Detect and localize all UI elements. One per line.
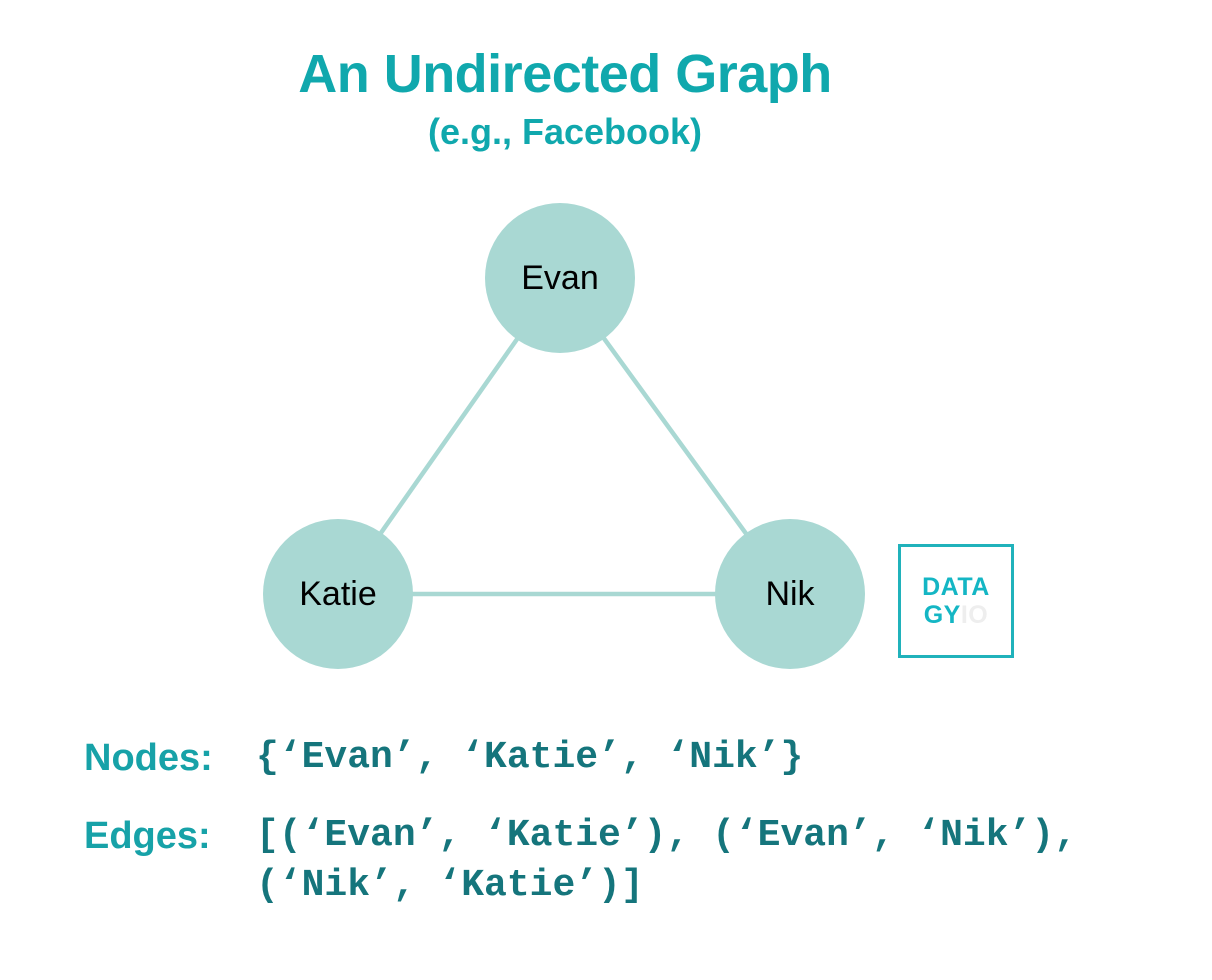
logo-line-gyio: GYIO bbox=[923, 600, 989, 629]
graph-nodes: Evan Katie Nik bbox=[263, 203, 865, 669]
node-nik-label: Nik bbox=[765, 575, 815, 613]
edges-row: Edges: [(‘Evan’, ‘Katie’), (‘Evan’, ‘Nik… bbox=[84, 811, 1204, 911]
node-katie[interactable]: Katie bbox=[263, 519, 413, 669]
title-block: An Undirected Graph (e.g., Facebook) bbox=[0, 44, 1130, 154]
logo-text-gy: GY bbox=[923, 600, 961, 629]
node-katie-circle[interactable] bbox=[263, 519, 413, 669]
node-katie-label: Katie bbox=[299, 575, 377, 613]
graph-canvas: Evan Katie Nik bbox=[263, 203, 865, 669]
node-evan-circle[interactable] bbox=[485, 203, 635, 353]
nodes-row: Nodes: {‘Evan’, ‘Katie’, ‘Nik’} bbox=[84, 733, 1204, 783]
graph-diagram: Evan Katie Nik bbox=[263, 203, 865, 669]
node-evan-label: Evan bbox=[521, 259, 599, 297]
nodes-label: Nodes: bbox=[84, 737, 213, 779]
node-evan[interactable]: Evan bbox=[485, 203, 635, 353]
edges-label: Edges: bbox=[84, 815, 211, 857]
logo-text-io: IO bbox=[960, 600, 989, 629]
graph-data-listing: Nodes: {‘Evan’, ‘Katie’, ‘Nik’} Edges: [… bbox=[84, 733, 1204, 911]
node-nik-circle[interactable] bbox=[715, 519, 865, 669]
node-nik[interactable]: Nik bbox=[715, 519, 865, 669]
page-subtitle: (e.g., Facebook) bbox=[427, 111, 703, 152]
datagy-logo-inner: DATA GYIO bbox=[901, 547, 1011, 655]
edges-value: [(‘Evan’, ‘Katie’), (‘Evan’, ‘Nik’), (‘N… bbox=[256, 814, 1077, 907]
page-title: An Undirected Graph bbox=[298, 44, 832, 104]
nodes-value: {‘Evan’, ‘Katie’, ‘Nik’} bbox=[256, 736, 804, 779]
logo-line-data: DATA bbox=[922, 572, 990, 601]
datagy-logo: DATA GYIO bbox=[898, 544, 1014, 658]
